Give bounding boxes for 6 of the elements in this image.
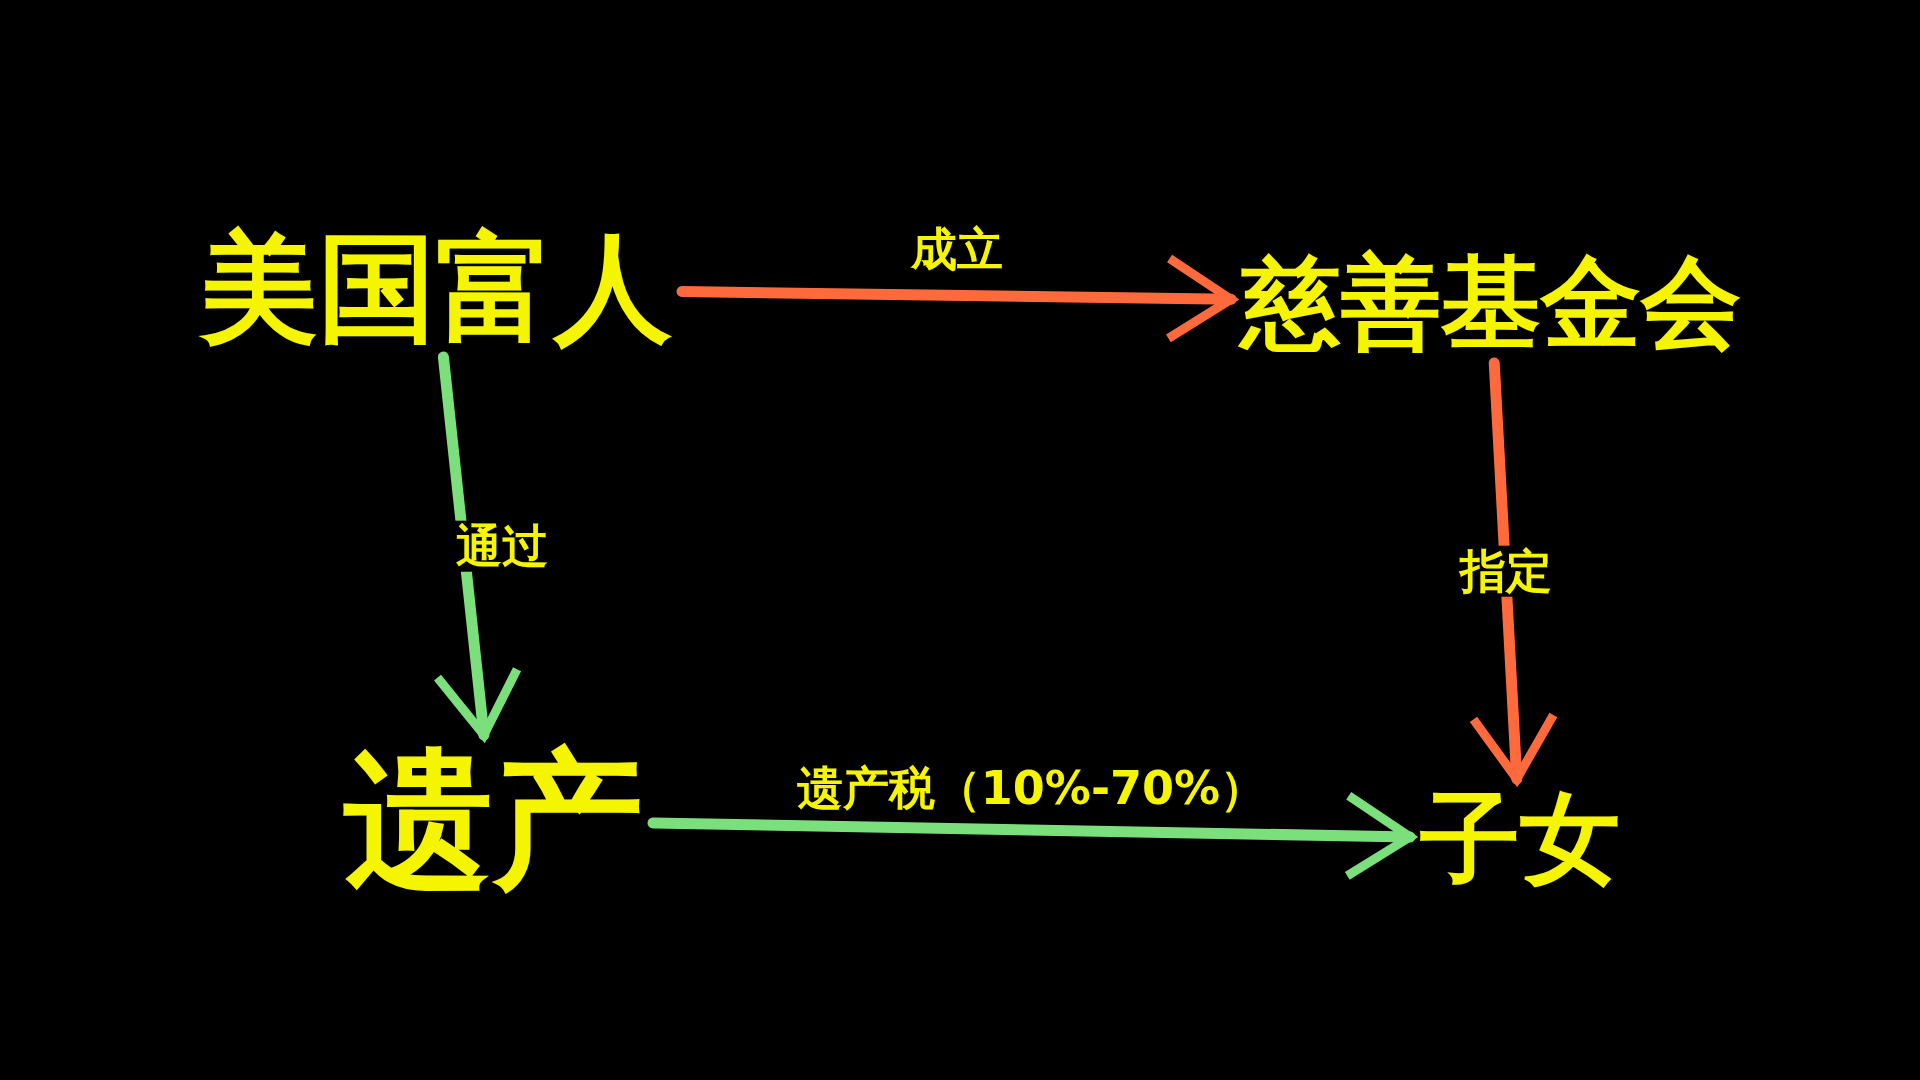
- node-label: 子女: [1420, 789, 1620, 889]
- node-label: 遗产: [343, 745, 643, 895]
- arrow: [676, 253, 1237, 343]
- arrow: [1468, 357, 1558, 785]
- arrow: [433, 351, 522, 741]
- arrow: [647, 791, 1416, 881]
